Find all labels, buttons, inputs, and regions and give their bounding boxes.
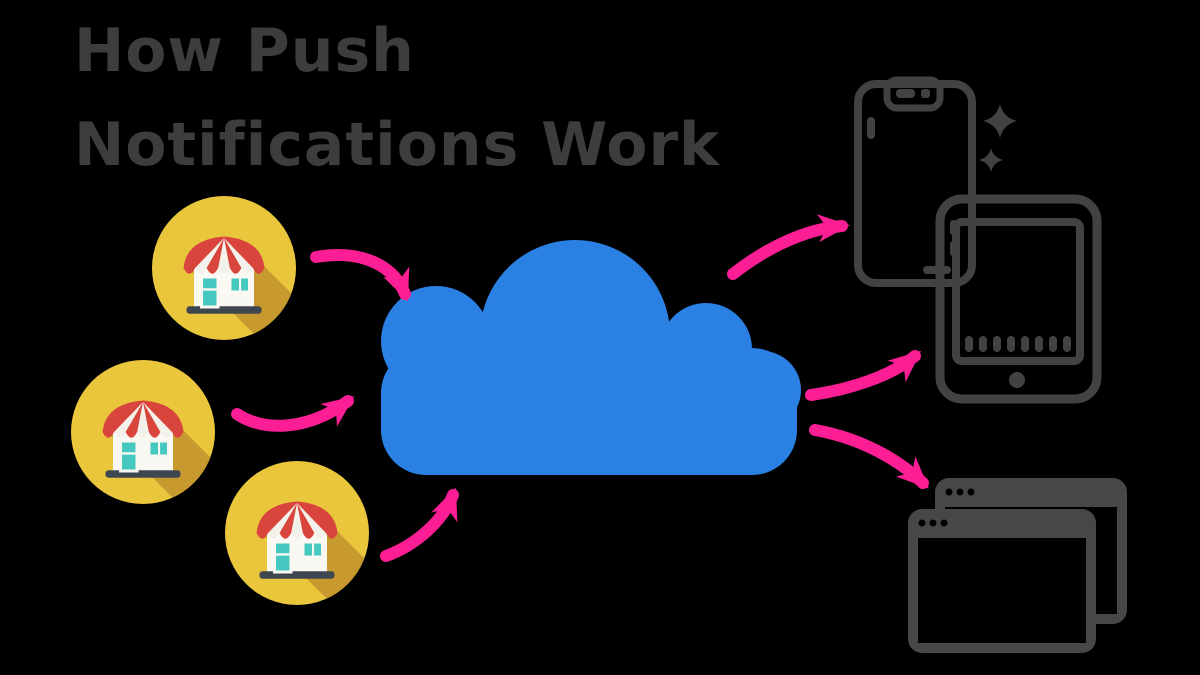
arrow-cloud-to-browser-icon bbox=[809, 424, 929, 489]
title-line-2: Notifications Work bbox=[74, 110, 720, 180]
smartphone-icon bbox=[854, 76, 976, 287]
arrow-store1-to-cloud-icon bbox=[310, 249, 411, 302]
page-title: How Push Notifications Work bbox=[74, 4, 720, 192]
arrow-cloud-to-phone-icon bbox=[727, 214, 850, 280]
arrow-cloud-to-tablet-icon bbox=[805, 350, 922, 401]
tablet-icon bbox=[923, 194, 1102, 404]
browser-window-front bbox=[908, 509, 1096, 653]
cloud-icon bbox=[381, 240, 801, 475]
sparkles-icon bbox=[979, 104, 1017, 172]
browser-windows-icon bbox=[908, 478, 1127, 653]
arrow-store3-to-cloud-icon bbox=[380, 487, 459, 562]
title-line-1: How Push bbox=[74, 16, 415, 86]
arrow-store2-to-cloud-icon bbox=[231, 395, 355, 432]
